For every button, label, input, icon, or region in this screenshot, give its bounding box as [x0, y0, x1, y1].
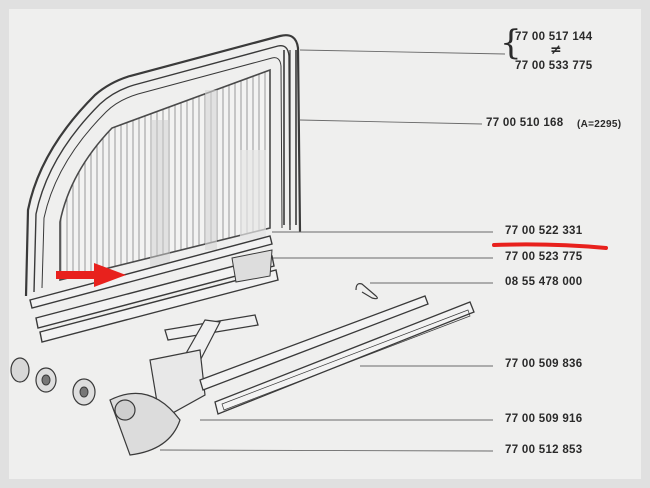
clip-part [355, 283, 378, 300]
guide-rails [199, 295, 475, 415]
not-equal-symbol: ≠ [550, 42, 562, 58]
part-number-label: 08 55 478 000 [505, 276, 583, 288]
window-glass [59, 68, 271, 282]
sealing-strips [29, 235, 279, 343]
red-arrow-icon [56, 263, 126, 287]
part-number-label: 77 00 523 775 [505, 251, 583, 263]
part-note-label: (A=2295) [577, 119, 622, 130]
part-number-label: 77 00 509 836 [505, 358, 583, 370]
part-number-label: 77 00 517 144 [515, 31, 593, 43]
brace-symbol: { [500, 23, 522, 63]
leader-lines [159, 49, 506, 452]
window-regulator [109, 314, 259, 456]
part-number-label: 77 00 522 331 [505, 225, 583, 237]
part-number-label: 77 00 512 853 [505, 444, 583, 456]
part-number-label: 77 00 533 775 [515, 60, 593, 72]
part-number-label: 77 00 509 916 [505, 413, 583, 425]
washers [10, 357, 96, 406]
part-number-label: 77 00 510 168 [486, 117, 564, 129]
window-frame [24, 34, 302, 297]
rear-channel [283, 50, 297, 225]
red-underline-mark [492, 242, 608, 250]
